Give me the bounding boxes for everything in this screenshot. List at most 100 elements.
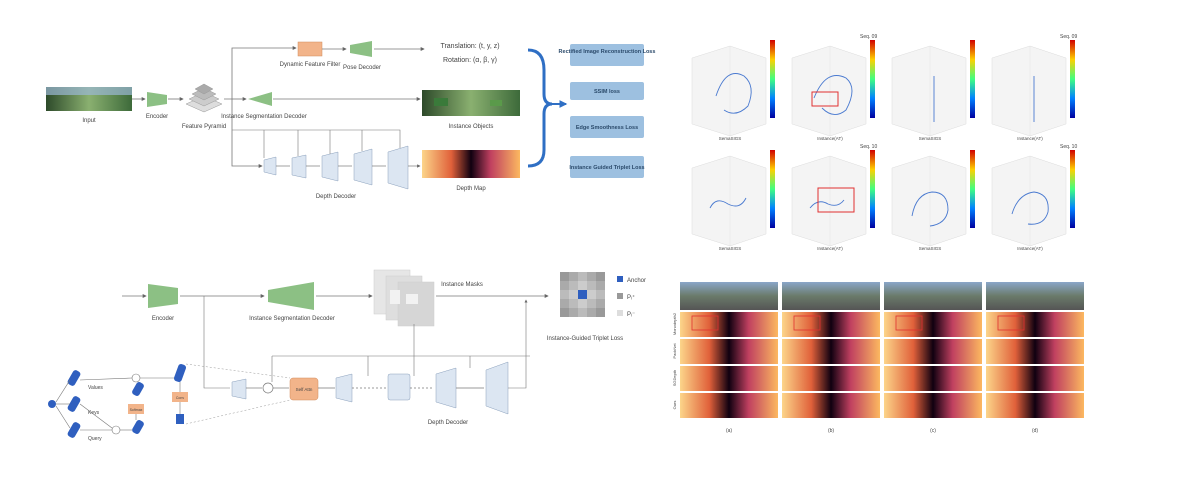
- loss-label-3: Edge Smoothness Loss: [576, 125, 638, 131]
- trajectory-plot: Instance(AT) Seq. 09: [991, 34, 1077, 141]
- attn-input-node: [48, 400, 56, 408]
- triplet-cell: [587, 281, 596, 290]
- triplet-cell: [578, 299, 587, 308]
- rotation-label: Rotation: (α, β, γ): [443, 57, 497, 64]
- trajectory-plot: SemaSIGS: [891, 150, 975, 251]
- instance-objects-car: [490, 100, 502, 106]
- triplet-cell: [569, 308, 578, 317]
- softmax-label: Softmax: [130, 408, 143, 412]
- triplet-cell: [596, 272, 605, 281]
- seq-label: Seq. 09: [1060, 34, 1077, 40]
- colorbar: [970, 150, 975, 228]
- arch-encoder-block: [148, 284, 178, 308]
- connector: [203, 296, 230, 389]
- colorbar: [1070, 150, 1075, 228]
- triplet-cell: [587, 299, 596, 308]
- depth-map-image: [422, 150, 520, 178]
- multiply-node: [111, 425, 121, 435]
- pipeline-diagram: Input Encoder Feature Pyramid Dynamic Fe…: [46, 41, 655, 200]
- depth-block: [387, 145, 409, 190]
- triplet-cell: [596, 290, 605, 299]
- connector: [224, 46, 297, 100]
- triplet-cell: [569, 290, 578, 299]
- trajectory-plots: SemaSIGS Instance(AT) Seq. 09 SemaSIGS Insta…: [691, 34, 1077, 251]
- plot-caption: Instance(AT): [817, 136, 843, 141]
- feature-pyramid-icon: [185, 83, 223, 113]
- colorbar: [870, 150, 875, 228]
- pose-filter-block: [297, 41, 323, 57]
- trajectory-plot: Instance(AT)Seq. 09: [791, 34, 877, 141]
- input-label: Input: [82, 118, 96, 124]
- connector: [508, 299, 528, 389]
- legend-neg-swatch: [617, 310, 623, 316]
- plot-caption: SemaSIGS: [719, 246, 742, 251]
- depth-prediction: [986, 366, 1084, 391]
- instance-objects-label: Instance Objects: [449, 124, 494, 130]
- depth-block: [321, 151, 339, 182]
- depth-block: [291, 154, 307, 179]
- trajectory-line: [715, 73, 752, 114]
- loss-brace: [527, 48, 553, 168]
- zoom-line: [185, 399, 291, 425]
- triplet-cell: [587, 272, 596, 281]
- depth-block: [263, 156, 277, 176]
- loss-label-1: Rectified Image Reconstruction Loss: [559, 49, 656, 55]
- triplet-cell: [560, 308, 569, 317]
- depth-decoder-blocks: [263, 145, 409, 190]
- trajectory-line: [809, 199, 845, 209]
- legend-neg-label: Pᵢ⁻: [627, 312, 635, 318]
- trajectory-plot: Instance(AT) Seq. 10: [791, 144, 877, 251]
- trajectory-line: [813, 75, 853, 115]
- loss-box-4: [570, 156, 644, 178]
- triplet-cell: [569, 272, 578, 281]
- plot-caption: Instance(AT): [817, 246, 843, 251]
- triplet-cell: [578, 272, 587, 281]
- col-label: (b): [828, 428, 834, 434]
- plot-caption: SemaSIGS: [719, 136, 742, 141]
- loss-label-4: Instance Guided Triplet Loss: [569, 165, 644, 171]
- highlight-box: [811, 91, 839, 107]
- legend-pos-label: Pᵢ⁺: [627, 294, 635, 301]
- depth-prediction: [986, 393, 1084, 418]
- trajectory-line: [1011, 191, 1049, 225]
- depth-prediction: [884, 366, 982, 391]
- plot-caption: Instance(AT): [1017, 246, 1043, 251]
- trajectory-line: [911, 191, 949, 227]
- plot-caption: SemaSIGS: [919, 246, 942, 251]
- attn-values-label: Values: [88, 385, 103, 391]
- trajectory-plot: SemaSIGS: [691, 40, 775, 141]
- triplet-cell: [569, 299, 578, 308]
- seq-label: Seq. 10: [860, 144, 877, 150]
- rgb-frame: [986, 282, 1084, 310]
- triplet-cell: [578, 281, 587, 290]
- softmax-block: [128, 404, 144, 414]
- plot-pane: [691, 45, 767, 137]
- plot-caption: Instance(AT): [1017, 136, 1043, 141]
- plot-pane: [791, 45, 867, 137]
- triplet-cell: [560, 281, 569, 290]
- row-label: SGDepth: [672, 370, 677, 386]
- depth-prediction: [782, 339, 880, 364]
- skip-connector: [232, 129, 401, 148]
- colorbar: [870, 40, 875, 118]
- col-label: (d): [1032, 428, 1038, 434]
- triplet-label: Instance-Guided Triplet Loss: [547, 336, 623, 342]
- row-label: PackNet: [672, 343, 677, 359]
- triplet-cell: [587, 290, 596, 299]
- encoder-label: Encoder: [146, 114, 168, 120]
- highlight-box: [817, 187, 855, 213]
- colorbar: [1070, 40, 1075, 118]
- plot-pane: [891, 45, 967, 137]
- pose-decoder-block: [350, 41, 372, 57]
- highlight-box: [895, 315, 923, 331]
- depth-prediction: [884, 393, 982, 418]
- input-image-sky: [46, 87, 132, 95]
- attn-block: [132, 420, 144, 434]
- row-label: Monodepth2: [672, 312, 677, 335]
- triplet-cell: [587, 308, 596, 317]
- self-attn-label: Self Attn: [296, 387, 313, 392]
- plot-pane: [891, 155, 967, 247]
- arch-depth-decoder: [231, 361, 509, 415]
- highlight-box: [997, 315, 1025, 331]
